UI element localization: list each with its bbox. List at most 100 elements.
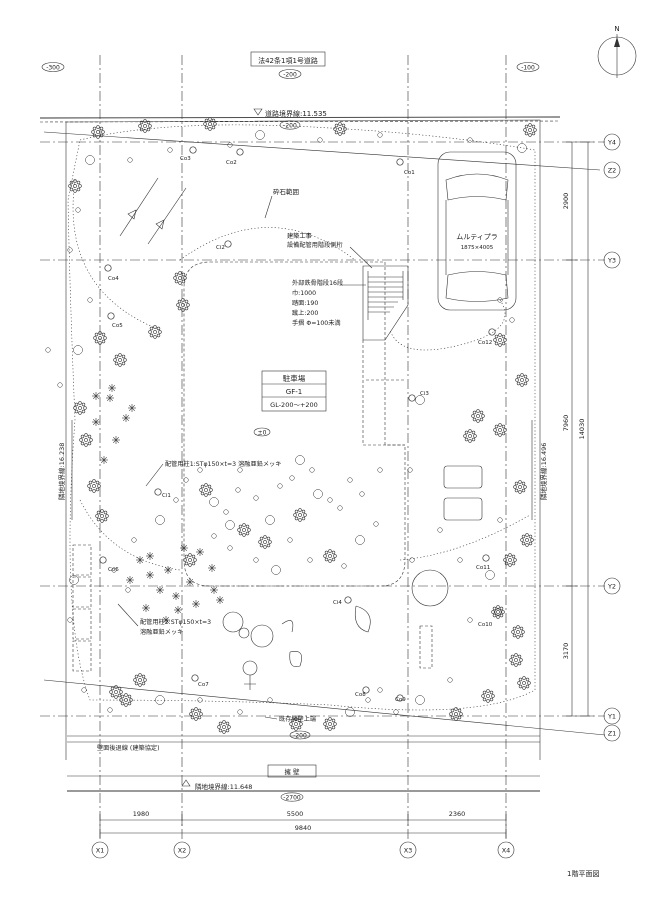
parking-area bbox=[183, 261, 406, 587]
west-boundary-label: 隣地境界線:16.238 bbox=[57, 443, 66, 500]
shrub-symbol bbox=[87, 479, 101, 493]
ground-cover-symbol bbox=[126, 576, 134, 584]
small-plant-symbol bbox=[57, 382, 63, 388]
small-plant-symbol bbox=[509, 317, 515, 323]
shrub-symbol bbox=[520, 533, 534, 547]
small-plant-symbol bbox=[437, 527, 443, 533]
right-dimensions bbox=[566, 141, 594, 717]
north-label: N bbox=[614, 25, 619, 33]
grid-z1: Z1 bbox=[608, 730, 617, 738]
small-plant-symbol bbox=[75, 207, 81, 213]
dim-right-total: 14030 bbox=[578, 419, 586, 440]
parking-gl: GL-200〜+200 bbox=[270, 401, 318, 409]
dim-right-1: 2900 bbox=[562, 193, 570, 210]
shrub-symbol bbox=[109, 685, 123, 699]
small-plant-symbol bbox=[81, 687, 87, 693]
small-plant-symbol bbox=[317, 137, 323, 143]
gravel-area-label: 砕石範囲 bbox=[273, 187, 299, 196]
ground-cover-symbol bbox=[106, 394, 114, 402]
dim-span-1: 1980 bbox=[133, 810, 150, 818]
small-plant-symbol bbox=[307, 557, 313, 563]
ground-cover-symbol bbox=[112, 436, 120, 444]
shrub-symbol bbox=[217, 720, 231, 734]
tree-symbol bbox=[104, 264, 112, 272]
shrub-symbol bbox=[119, 693, 133, 707]
ground-cover-symbol bbox=[186, 578, 194, 586]
small-plant-symbol bbox=[197, 697, 203, 703]
small-plant-symbol bbox=[111, 567, 117, 573]
dim-total: 9840 bbox=[295, 824, 312, 832]
shrub-symbol bbox=[333, 122, 347, 136]
small-plant-symbol bbox=[237, 467, 243, 473]
ground-cover-symbol bbox=[142, 604, 150, 612]
car-size: 1875×4005 bbox=[461, 245, 494, 251]
small-plant-symbol bbox=[173, 497, 179, 503]
tree-label: Co9 bbox=[395, 697, 406, 703]
tree-symbol bbox=[189, 146, 197, 154]
small-plant-symbol bbox=[497, 517, 503, 523]
ground-cover-symbol bbox=[162, 616, 170, 624]
shrub-symbol bbox=[237, 523, 251, 537]
tree-symbol bbox=[494, 608, 502, 616]
tree-label: Co12 bbox=[478, 340, 492, 346]
ground-cover-symbol bbox=[172, 592, 180, 600]
ground-cover-symbol bbox=[210, 586, 218, 594]
bottom-dimensions bbox=[99, 814, 507, 838]
shrub-symbol bbox=[481, 689, 495, 703]
shrub-symbol bbox=[515, 373, 529, 387]
tree-label: Co4 bbox=[108, 276, 119, 282]
stair-note-3: 踏面:190 bbox=[292, 299, 318, 307]
stair-note-4: 蹴上:200 bbox=[292, 309, 318, 317]
shrub-symbol bbox=[511, 625, 525, 639]
shrub-symbol bbox=[183, 553, 197, 567]
small-plant-symbol bbox=[255, 130, 265, 140]
parking-label: 駐車場 GF-1 GL-200〜+200 bbox=[261, 370, 327, 412]
grid-x4: X4 bbox=[502, 847, 511, 855]
stair-note-1: 外部鉄骨階段16段 bbox=[292, 279, 343, 287]
stair-note-5: 手摺 Φ=100未満 bbox=[292, 319, 341, 327]
tree-symbol bbox=[344, 596, 352, 604]
ground-cover-symbol bbox=[92, 392, 100, 400]
small-plant-symbol bbox=[377, 467, 383, 473]
retaining-wall-label: 擁 壁 bbox=[284, 767, 300, 776]
car-outline: ムルティプラ 1875×4005 bbox=[437, 151, 517, 311]
small-plant-symbol bbox=[125, 587, 131, 593]
level-z1-mark bbox=[289, 730, 311, 740]
shrub-symbol bbox=[93, 331, 107, 345]
shrub-symbol bbox=[491, 605, 505, 619]
small-plant-symbol bbox=[223, 509, 229, 515]
small-plant-symbol bbox=[289, 475, 295, 481]
tree-label: Ci3 bbox=[420, 391, 429, 397]
small-plant-symbol bbox=[337, 505, 343, 511]
small-plant-symbol bbox=[517, 143, 527, 153]
setback-line-label: 壁面後退線 (建築協定) bbox=[97, 744, 159, 752]
shrub-symbol bbox=[73, 401, 87, 415]
small-plant-symbol bbox=[287, 537, 293, 543]
grid-y3: Y3 bbox=[607, 257, 616, 265]
road-level-center bbox=[278, 69, 302, 79]
road-level-left bbox=[41, 62, 65, 72]
building-note-1: 建築工事 bbox=[287, 232, 312, 240]
small-plant-symbol bbox=[209, 497, 219, 507]
small-plant-symbol bbox=[347, 477, 353, 483]
stair-note-2: 巾:1000 bbox=[292, 289, 316, 297]
shrub-symbol bbox=[176, 298, 190, 312]
datum-mark bbox=[253, 427, 271, 437]
west-strip bbox=[72, 544, 92, 672]
small-plant-symbol bbox=[409, 557, 415, 563]
tree-symbol bbox=[107, 312, 115, 320]
east-boundary-label: 隣地境界線:16.496 bbox=[539, 443, 548, 500]
ground-cover-symbol bbox=[92, 418, 100, 426]
small-plant-symbol bbox=[271, 565, 281, 575]
dim-span-3: 2360 bbox=[449, 810, 466, 818]
shrub-symbol bbox=[323, 717, 337, 731]
small-plant-symbol bbox=[373, 521, 379, 527]
small-plant-symbol bbox=[67, 617, 73, 623]
tree-symbol bbox=[396, 158, 404, 166]
tree-symbol bbox=[396, 694, 404, 702]
shrub-symbol bbox=[323, 549, 337, 563]
tree-label: Ci2 bbox=[216, 245, 225, 251]
shrub-symbol bbox=[293, 508, 307, 522]
small-plant-symbol bbox=[127, 157, 133, 163]
south-boundary-label: 隣地境界線:11.648 bbox=[195, 782, 252, 791]
